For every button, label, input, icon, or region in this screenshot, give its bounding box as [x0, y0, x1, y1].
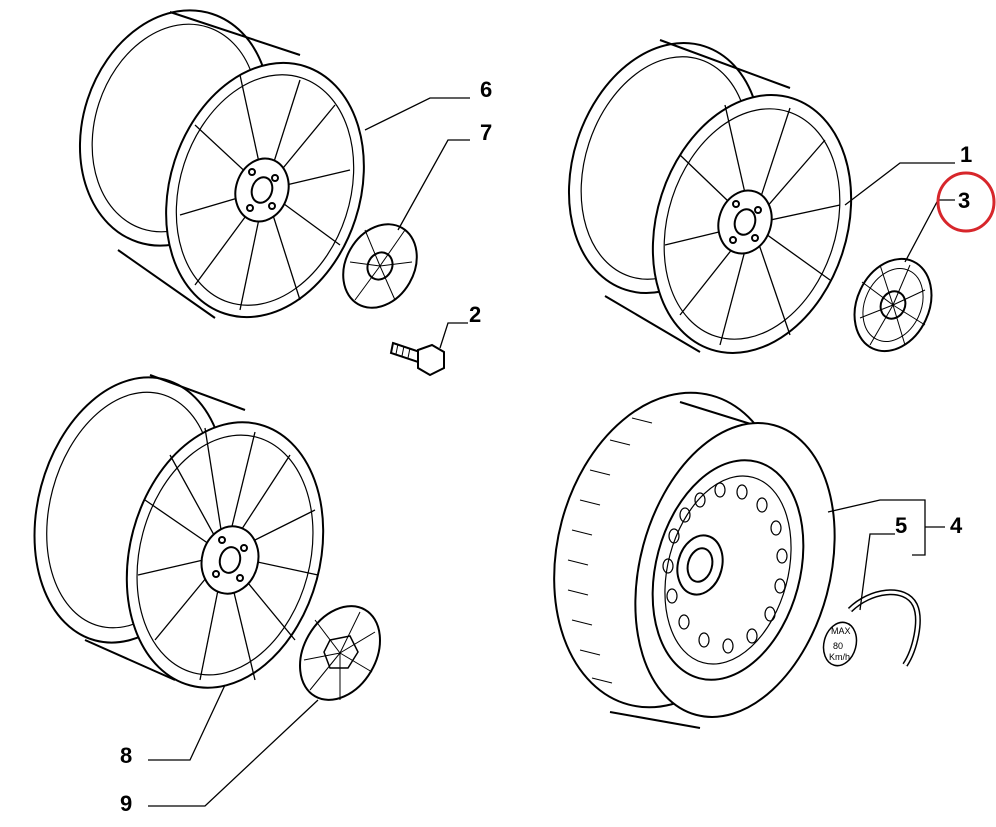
leader-lines: [148, 97, 955, 807]
highlight-circle: [936, 171, 996, 233]
callout-9: 9: [120, 791, 132, 816]
badge-line-1: MAX: [831, 626, 851, 636]
hub-cap-3: [853, 257, 933, 353]
callout-6: 6: [480, 77, 492, 102]
hub-cap-7: [342, 223, 418, 309]
callout-4: 4: [950, 513, 963, 538]
badge-line-3: Km/h: [829, 652, 850, 662]
hub-cap-9: [299, 605, 381, 701]
callout-3: 3: [958, 188, 970, 213]
badge-line-2: 80: [833, 641, 843, 651]
callout-7: 7: [480, 120, 492, 145]
callout-2: 2: [469, 302, 481, 327]
alloy-wheel-8: [33, 374, 325, 689]
callout-5: 5: [895, 513, 907, 538]
wheel-bolt-2: [389, 341, 445, 377]
alloy-wheel-1: [567, 39, 853, 354]
alloy-wheel-6: [78, 9, 365, 319]
callout-1: 1: [960, 142, 972, 167]
callout-8: 8: [120, 743, 132, 768]
speed-limit-sticker-5: MAX 80 Km/h: [822, 589, 921, 667]
spare-wheel-4: [553, 391, 836, 729]
